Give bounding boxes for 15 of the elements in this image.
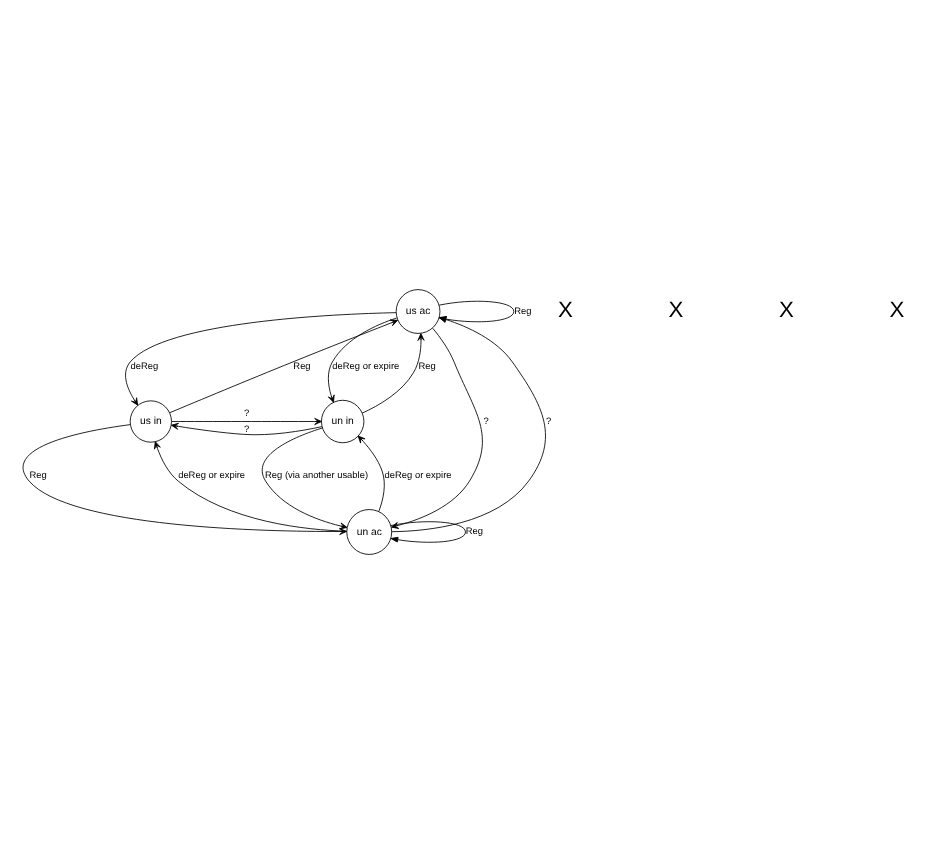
arrow: [261, 426, 348, 529]
arrow: [125, 311, 397, 405]
arrow: [169, 318, 399, 413]
arrow: [170, 421, 323, 435]
arrow: [361, 332, 425, 413]
arrow: [357, 434, 385, 511]
arrow: [171, 417, 322, 425]
arrow: [154, 440, 347, 531]
arrow: [390, 520, 466, 542]
arrow: [390, 326, 483, 528]
arrow: [327, 316, 398, 402]
label: X: [668, 297, 684, 322]
label: X: [889, 297, 905, 322]
label: X: [778, 297, 794, 322]
label: X: [557, 297, 573, 322]
